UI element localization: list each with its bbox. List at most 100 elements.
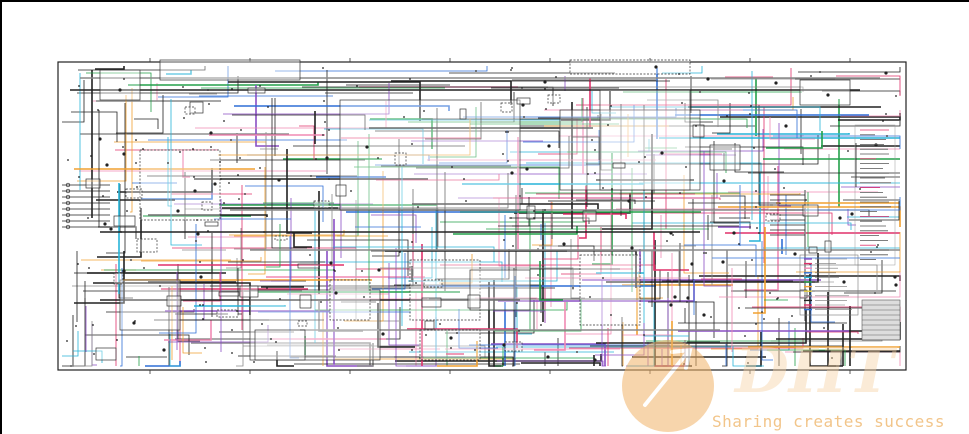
connector-dot [143, 267, 145, 269]
component-box [394, 152, 407, 166]
wire [376, 174, 500, 181]
connector-dot [322, 67, 324, 69]
wire [561, 227, 602, 275]
connector-dot [774, 168, 776, 170]
wire [688, 202, 781, 204]
connector-dot [411, 241, 413, 243]
component-box [184, 106, 196, 115]
wire [632, 222, 852, 230]
connector-dot [97, 109, 99, 111]
wire [159, 224, 197, 334]
wire [734, 143, 784, 173]
connector-dot [510, 69, 512, 71]
wire [653, 232, 689, 271]
connector-dot [547, 144, 551, 148]
connector-dot [242, 259, 244, 261]
connector-dot [135, 162, 137, 164]
connector-dot [537, 274, 539, 276]
terminal-icon [65, 212, 71, 218]
connector-dot [602, 277, 604, 279]
component-box [579, 254, 641, 326]
connector-dot [475, 70, 477, 72]
wire [286, 149, 312, 234]
connector-dot [685, 166, 687, 168]
wire [77, 76, 239, 94]
connector-dot [105, 163, 109, 167]
wire [440, 264, 656, 271]
color-key [799, 254, 859, 316]
component-box [547, 94, 561, 104]
connector-dot [93, 353, 95, 355]
connector-dot [672, 234, 674, 236]
wire [271, 98, 307, 249]
terminal-icon [65, 194, 71, 200]
connector-dot [320, 301, 322, 303]
watermark-logo: DHT [622, 334, 897, 432]
wire [74, 251, 125, 304]
connector-dot [325, 156, 329, 160]
wire [753, 227, 766, 314]
wire [601, 280, 606, 367]
connector-dot [544, 209, 546, 211]
connector-dot [747, 362, 749, 364]
component-box [99, 69, 141, 101]
wire [324, 128, 424, 164]
wire [830, 121, 901, 127]
connector-dot [748, 92, 750, 94]
component-box [218, 291, 240, 297]
connector-dot [377, 268, 381, 272]
connector-dot [521, 87, 523, 89]
component-box [692, 124, 705, 138]
wire-network [62, 66, 901, 367]
connector-dot [511, 67, 513, 69]
connector-dot [423, 110, 425, 112]
connector-dot [505, 131, 507, 133]
component-box [113, 272, 124, 285]
component-box [313, 200, 330, 209]
connector-dot [102, 195, 104, 197]
connector-dot [791, 315, 793, 317]
connector-dot [543, 80, 547, 84]
connector-dot [337, 327, 339, 329]
connector-dot [78, 85, 80, 87]
connector-dot [669, 231, 673, 235]
wire [586, 135, 819, 165]
wire [539, 261, 563, 301]
connector-dot [135, 139, 137, 141]
wire [223, 83, 390, 115]
connector-dot [415, 282, 417, 284]
component-box [139, 149, 221, 221]
connector-dot [660, 151, 664, 155]
wire [62, 331, 79, 357]
connector-dot [411, 349, 413, 351]
connector-dot [755, 206, 757, 208]
wire [425, 102, 482, 140]
connector-dot [228, 182, 230, 184]
connector-dot [103, 222, 107, 226]
connector-dot [738, 307, 740, 309]
wire [591, 91, 616, 114]
component-box [329, 279, 371, 321]
component-box [204, 221, 219, 227]
connector-dot [179, 151, 181, 153]
wire [243, 345, 486, 358]
wire [388, 263, 419, 346]
connector-dot [793, 252, 797, 256]
wire [719, 271, 901, 298]
component-box [95, 347, 117, 361]
wire [357, 343, 374, 367]
wire [807, 331, 859, 334]
component-box [599, 89, 691, 191]
connector-dot [540, 324, 542, 326]
wire [543, 235, 579, 260]
connector-dot [196, 219, 198, 221]
wire [185, 208, 439, 247]
watermark-logo-text: DHT [733, 334, 897, 407]
wire [377, 303, 415, 348]
component-box [423, 279, 443, 288]
connector-dot [755, 190, 757, 192]
connector-dot [231, 88, 233, 90]
watermark-circle [622, 340, 714, 432]
legend-panel [854, 124, 896, 266]
